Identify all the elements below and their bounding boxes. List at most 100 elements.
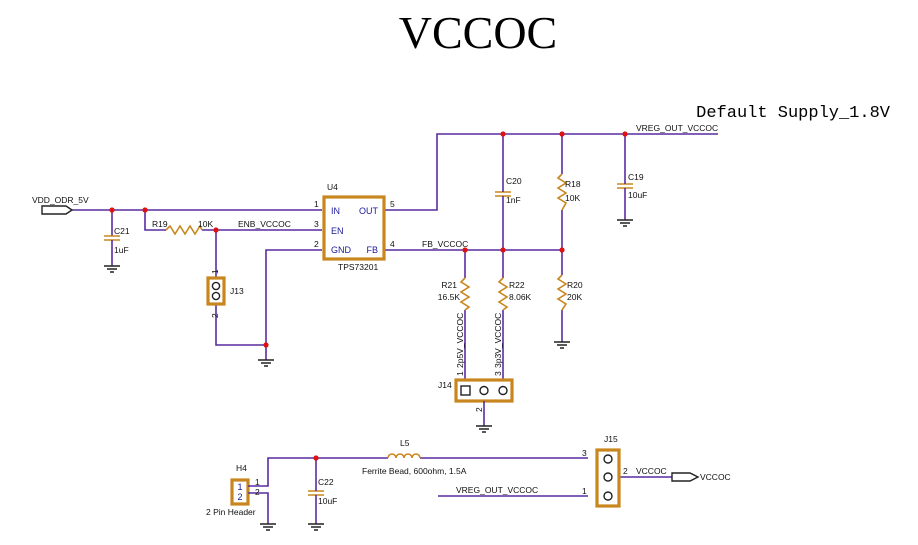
- r21-ref: R21: [441, 280, 457, 290]
- j14-pin-2: [479, 385, 489, 396]
- j14-ref: J14: [438, 380, 452, 390]
- wire-j13-bot: [215, 314, 266, 346]
- junction: [500, 131, 506, 137]
- pin-number-gnd: 2: [314, 239, 319, 249]
- j15-ref: J15: [604, 434, 618, 444]
- ground-icon: [617, 219, 633, 227]
- resistor-r18: R18 10K: [556, 173, 581, 211]
- wire-h4-top: [256, 457, 388, 487]
- capacitor-c19: C19 10uF: [617, 170, 647, 200]
- c20-ref: C20: [506, 176, 522, 186]
- wire-r19-in: [144, 210, 166, 231]
- jumper-j15: J15 3 2 1: [582, 434, 628, 508]
- j14-pin-1: [460, 385, 471, 396]
- h4-pin2-num: 2: [237, 492, 242, 502]
- wires: [72, 133, 718, 524]
- junction: [500, 247, 506, 253]
- h4-ext-pin1: 1: [255, 477, 260, 487]
- resistor-symbol: [165, 224, 203, 236]
- r22-value: 8.06K: [509, 292, 532, 302]
- pin-number-fb: 4: [390, 239, 395, 249]
- ground-icon: [476, 425, 492, 433]
- resistor-r22: R22 8.06K: [497, 277, 532, 311]
- j13-ref: J13: [230, 286, 244, 296]
- junction: [142, 207, 148, 213]
- j13-pin2-num: 2: [210, 313, 220, 318]
- vccoc-output-port: [671, 472, 700, 482]
- j15-body: [595, 448, 621, 508]
- j15-pin-2: [603, 472, 613, 482]
- net-label-3p3v: 3p3V_VCCOC: [493, 313, 503, 368]
- regulator-ref: U4: [327, 182, 338, 192]
- j15-pin2-num: 2: [623, 466, 628, 476]
- pin-number-out: 5: [390, 199, 395, 209]
- vdd-input-port: [41, 205, 74, 215]
- capacitor-c21: C21 1uF: [104, 226, 130, 264]
- r19-value: 10K: [198, 219, 213, 229]
- resistor-r20: R20 20K: [556, 274, 583, 311]
- j13-pin1-num: 1: [210, 269, 220, 274]
- h4-body: [230, 478, 250, 506]
- c20-value: 1nF: [506, 195, 521, 205]
- j14-pin2-num: 2: [474, 407, 484, 412]
- junctions: [109, 131, 628, 461]
- ground-icon: [104, 264, 120, 273]
- j15-pin-1: [603, 491, 613, 501]
- j15-pin1-num: 1: [582, 486, 587, 496]
- wire: [248, 485, 256, 494]
- j14-pin-3: [498, 385, 508, 396]
- pin-fb-label: FB: [366, 245, 378, 255]
- net-label-vccoc: VCCOC: [636, 466, 667, 476]
- regulator-part: TPS73201: [338, 262, 378, 272]
- junction: [462, 247, 468, 253]
- r21-value: 16.5K: [438, 292, 461, 302]
- ground-symbols: [104, 219, 633, 531]
- net-label-vreg-bottom: VREG_OUT_VCCOC: [456, 485, 538, 495]
- j14-pin1-num: 1: [455, 371, 465, 376]
- header-h4: 1 2 1 2 H4 2 Pin Header: [206, 463, 260, 517]
- wire-u4-gnd: [265, 249, 322, 360]
- net-label-2p5v: 2p5V_VCCOC: [455, 313, 465, 368]
- junction: [559, 247, 565, 253]
- c21-value: 1uF: [114, 245, 129, 255]
- wire-vreg-rail: [384, 133, 718, 211]
- r20-ref: R20: [567, 280, 583, 290]
- resistor-symbol: [556, 173, 568, 211]
- pin-number-in: 1: [314, 199, 319, 209]
- ground-icon: [260, 523, 276, 531]
- page-subtitle: Default Supply_1.8V: [696, 104, 891, 123]
- page-title: VCCOC: [399, 7, 557, 58]
- net-label-enb: ENB_VCCOC: [238, 219, 291, 229]
- junction: [622, 131, 628, 137]
- junction: [313, 455, 319, 461]
- ground-icon: [258, 359, 274, 367]
- l5-value: Ferrite Bead, 600ohm, 1.5A: [362, 466, 467, 476]
- c22-value: 10uF: [318, 496, 337, 506]
- resistor-symbol: [556, 274, 568, 311]
- junction: [559, 131, 565, 137]
- r18-ref: R18: [565, 179, 581, 189]
- j14-body: [454, 378, 514, 403]
- pin-out-label: OUT: [359, 206, 379, 216]
- capacitor-symbol: [308, 490, 324, 496]
- pin-gnd-label: GND: [331, 245, 352, 255]
- j13-pin-2: [211, 291, 221, 301]
- c22-ref: C22: [318, 477, 334, 487]
- r18-value: 10K: [565, 193, 580, 203]
- h4-value: 2 Pin Header: [206, 507, 256, 517]
- junction: [109, 207, 115, 213]
- jumper-j13: J13 1 2: [206, 268, 244, 318]
- j15-pin-3: [603, 454, 613, 464]
- capacitor-c20: C20 1nF: [495, 176, 522, 205]
- pin-en-label: EN: [331, 226, 344, 236]
- wire-h4-bot: [256, 492, 269, 524]
- regulator-body: [322, 195, 386, 261]
- net-label-vreg-top: VREG_OUT_VCCOC: [636, 123, 718, 133]
- r22-ref: R22: [509, 280, 525, 290]
- r20-value: 20K: [567, 292, 582, 302]
- jumper-j14: J14 1 2 3: [438, 371, 514, 426]
- c19-value: 10uF: [628, 190, 647, 200]
- j15-pin3-num: 3: [582, 448, 587, 458]
- l5-ref: L5: [400, 438, 410, 448]
